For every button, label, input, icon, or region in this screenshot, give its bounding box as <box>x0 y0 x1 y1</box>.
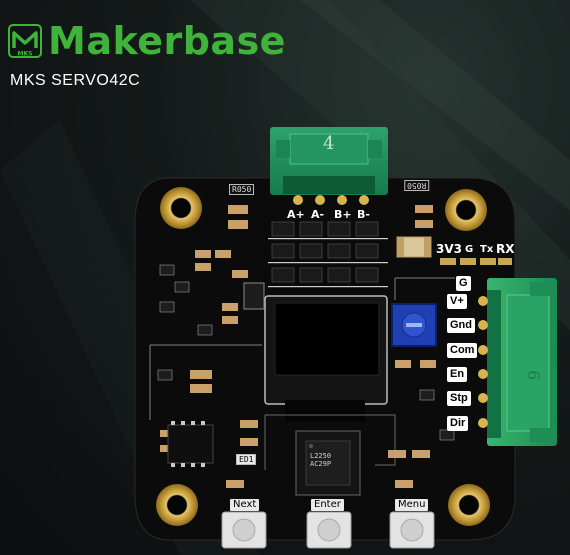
motor-pin-label: B- <box>357 208 370 221</box>
resistor-label: R050 <box>404 180 430 191</box>
brand-header: MKS Makerbase <box>8 22 286 60</box>
button-enter <box>306 511 352 549</box>
signal-pin-label: Stp <box>447 391 471 406</box>
regulator <box>243 282 265 310</box>
uart-pin-label: 3V3 <box>436 242 462 256</box>
motor-pin-label: A+ <box>287 208 305 221</box>
uart-pin-label: Tx <box>480 244 494 255</box>
logo-text: MKS <box>18 51 33 58</box>
button-label-menu[interactable]: Menu <box>395 499 429 511</box>
potentiometer <box>391 303 437 347</box>
mcu-marking: L2250 AC29P <box>310 452 332 468</box>
model-name: MKS SERVO42C <box>10 72 141 89</box>
makerbase-logo-icon: MKS <box>8 24 42 58</box>
uart-pin-label: RX <box>496 242 515 256</box>
motor-connector-number: 4 <box>323 133 335 154</box>
signal-pin-label: Dir <box>447 416 469 431</box>
signal-pin-label: En <box>447 367 468 382</box>
uart-pin-label: G <box>465 244 474 255</box>
motor-pin-label: A- <box>311 208 325 221</box>
brand-name: Makerbase <box>48 19 286 63</box>
mcu-chip <box>295 430 361 496</box>
button-next <box>221 511 267 549</box>
ground-label: G <box>456 276 471 291</box>
driver-chip <box>167 421 214 467</box>
motor-pin-label: B+ <box>334 208 352 221</box>
button-menu <box>389 511 435 549</box>
mosfet-array <box>271 221 379 283</box>
button-label-enter[interactable]: Enter <box>311 499 344 511</box>
signal-pin-label: Gnd <box>447 318 475 333</box>
oled-display <box>264 295 388 422</box>
signal-pin-label: V+ <box>447 294 467 309</box>
signal-pin-label: Com <box>447 343 478 358</box>
signal-connector-number: 6 <box>524 370 543 380</box>
motor-connector <box>270 127 388 205</box>
led-label: ED1 <box>236 454 257 465</box>
button-label-next[interactable]: Next <box>230 499 260 511</box>
resistor-label: R050 <box>229 184 255 195</box>
signal-connector <box>478 278 557 446</box>
